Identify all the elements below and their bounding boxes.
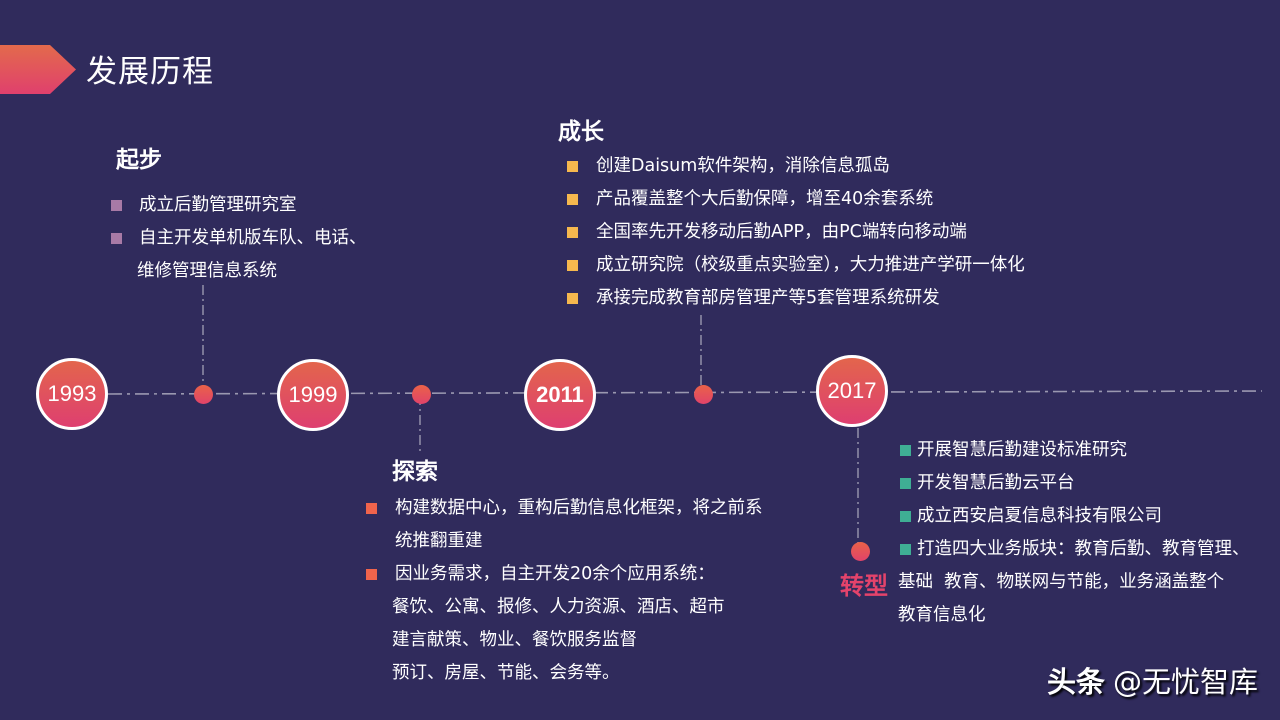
stage-list-zhuanxing: 开展智慧后勤建设标准研究 开发智慧后勤云平台 成立西安启夏信息科技有限公司 打造…	[898, 434, 1250, 632]
page-title: 发展历程	[86, 54, 214, 90]
square-bullet-icon	[366, 503, 377, 514]
stage-title-chengzhang: 成长	[558, 119, 604, 145]
square-bullet-icon	[567, 227, 578, 238]
timeline-dot-tansuo	[412, 385, 431, 404]
list-item-continuation: 建言献策、物业、餐饮服务监督	[392, 630, 637, 650]
title-banner-arrow	[0, 45, 76, 94]
list-item: 创建Daisum软件架构，消除信息孤岛	[566, 150, 1025, 183]
list-item-continuation: 维修管理信息系统	[137, 261, 277, 281]
list-item: 成立西安启夏信息科技有限公司	[898, 500, 1250, 533]
list-item: 成立后勤管理研究室	[110, 189, 367, 222]
year-circle-1993: 1993	[36, 358, 108, 430]
timeline-dot-qibu	[194, 385, 213, 404]
square-bullet-icon	[567, 260, 578, 271]
stage-title-qibu: 起步	[116, 147, 162, 173]
stage-list-qibu: 成立后勤管理研究室 自主开发单机版车队、电话、 维修管理信息系统	[110, 189, 367, 288]
list-item: 打造四大业务版块：教育后勤、教育管理、	[898, 533, 1250, 566]
list-item: 成立研究院（校级重点实验室），大力推进产学研一体化	[566, 249, 1025, 282]
list-item: 承接完成教育部房管理产等5套管理系统研发	[566, 282, 1025, 315]
year-circle-2011: 2011	[524, 359, 596, 431]
stage-title-zhuanxing: 转型	[840, 572, 888, 600]
list-item-continuation: 教育信息化	[898, 605, 986, 625]
square-bullet-icon	[111, 233, 122, 244]
square-bullet-icon	[900, 544, 911, 555]
year-label: 2017	[827, 378, 877, 403]
stage-list-tansuo: 构建数据中心，重构后勤信息化框架，将之前系 统推翻重建 因业务需求，自主开发20…	[366, 492, 763, 690]
list-item-continuation: 统推翻重建	[395, 531, 483, 551]
list-item-continuation: 预订、房屋、节能、会务等。	[392, 663, 620, 683]
list-item: 开展智慧后勤建设标准研究	[898, 434, 1250, 467]
list-item-continuation: 基础 教育、物联网与节能，业务涵盖整个	[898, 572, 1225, 592]
stage-list-chengzhang: 创建Daisum软件架构，消除信息孤岛 产品覆盖整个大后勤保障，增至40余套系统…	[566, 150, 1025, 315]
list-item: 开发智慧后勤云平台	[898, 467, 1250, 500]
year-label: 2011	[536, 382, 584, 407]
square-bullet-icon	[111, 200, 122, 211]
timeline-dot-chengzhang	[694, 385, 713, 404]
square-bullet-icon	[567, 161, 578, 172]
square-bullet-icon	[900, 478, 911, 489]
square-bullet-icon	[567, 194, 578, 205]
timeline-dot-zhuanxing	[851, 542, 870, 561]
watermark-handle: @无忧智库	[1112, 665, 1258, 699]
square-bullet-icon	[900, 445, 911, 456]
list-item: 产品覆盖整个大后勤保障，增至40余套系统	[566, 183, 1025, 216]
year-label: 1993	[47, 381, 97, 406]
list-item-continuation: 餐饮、公寓、报修、人力资源、酒店、超市	[392, 597, 725, 617]
year-circle-2017: 2017	[816, 355, 888, 427]
watermark-brand: 头条	[1046, 665, 1105, 699]
square-bullet-icon	[366, 569, 377, 580]
list-item: 自主开发单机版车队、电话、	[110, 222, 367, 255]
list-item: 因业务需求，自主开发20余个应用系统：	[366, 558, 763, 591]
year-circle-1999: 1999	[277, 359, 349, 431]
watermark: 头条@无忧智库	[1047, 662, 1258, 702]
square-bullet-icon	[900, 511, 911, 522]
square-bullet-icon	[567, 293, 578, 304]
list-item: 构建数据中心，重构后勤信息化框架，将之前系	[366, 492, 763, 525]
list-item: 全国率先开发移动后勤APP，由PC端转向移动端	[566, 216, 1025, 249]
year-label: 1999	[288, 382, 338, 407]
stage-title-tansuo: 探索	[392, 459, 438, 485]
